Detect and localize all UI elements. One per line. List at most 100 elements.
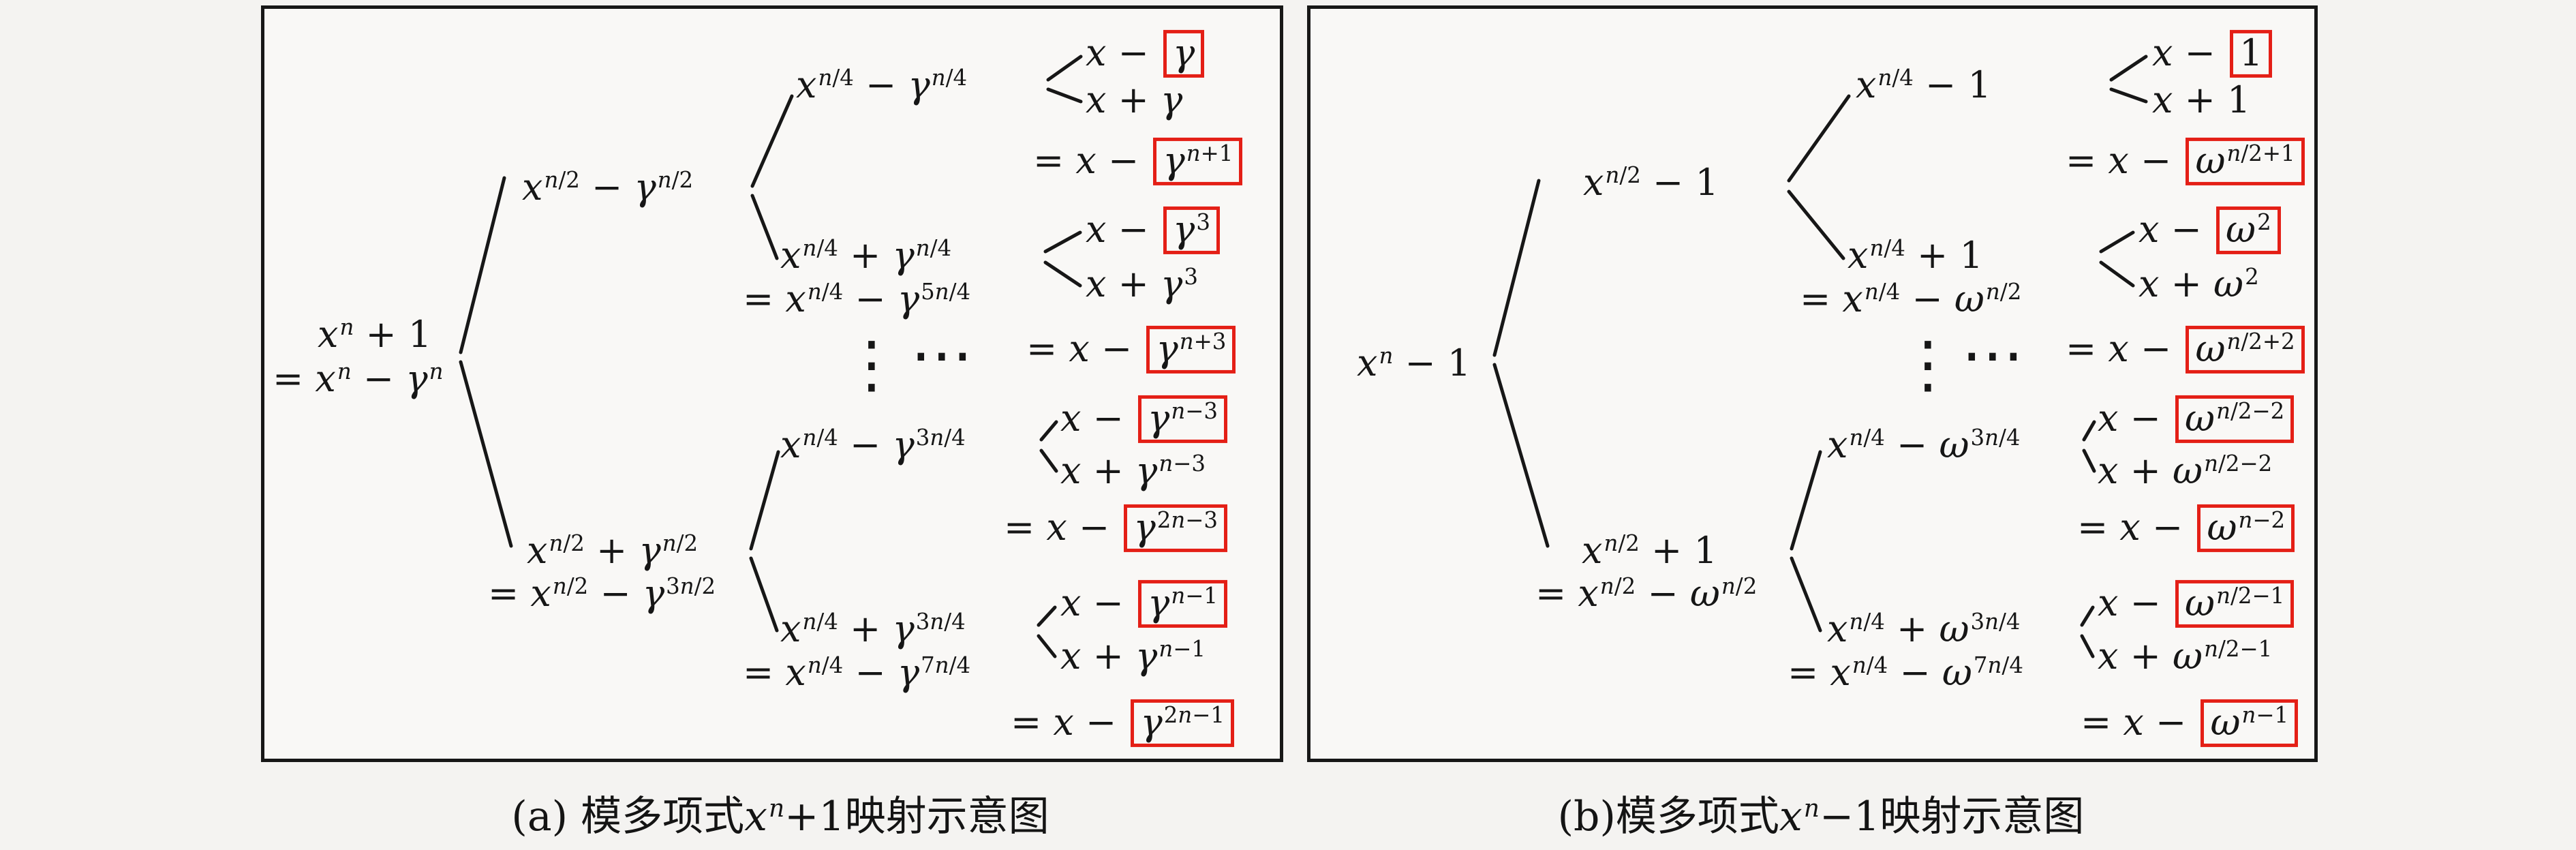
branch-line (2082, 420, 2096, 442)
a-hdots: ⋯ (910, 318, 973, 392)
branch-line (1043, 230, 1082, 254)
highlight-box: ωn/2+1 (2186, 137, 2305, 186)
a-l2bot-l2: = xn/2 − γ3n/2 (488, 571, 716, 615)
a-leaf3b: x + γn−3 (1060, 449, 1206, 492)
a-leaf2b: x + γ3 (1086, 262, 1198, 305)
b-leaf3a: x − ωn/2−2 (2098, 395, 2295, 444)
branch-line (1046, 87, 1083, 104)
highlight-box: ωn/2−1 (2175, 579, 2295, 628)
a-root-l1: xn + 1 (318, 312, 432, 356)
branch-line (2099, 230, 2135, 254)
caption-a-suffix: 映射示意图 (844, 793, 1049, 840)
highlight-box: γn−1 (1138, 579, 1227, 628)
branch-line (2109, 87, 2148, 104)
panel-b: xn − 1 xn/2 − 1 xn/2 + 1= xn/2 − ωn/2 xn/4 … (1307, 5, 2318, 762)
b-leaf3b: x + ωn/2−2 (2098, 449, 2273, 492)
branch-line (1790, 556, 1822, 633)
highlight-box: γn+1 (1153, 137, 1243, 186)
b-res4: = x − ωn−1 (2081, 699, 2299, 748)
branch-line (2099, 260, 2135, 288)
branch-line (1046, 55, 1083, 82)
b-leaf1b: x + 1 (2152, 78, 2251, 121)
a-res4: = x − γ2n−1 (1011, 699, 1234, 748)
highlight-box: γ (1163, 29, 1205, 78)
a-leaf3a: x − γn−3 (1060, 395, 1227, 444)
b-vdots: ⋮ (1897, 328, 1959, 401)
b-leaf2b: x + ω2 (2138, 262, 2259, 305)
highlight-box: γ2n−1 (1131, 699, 1234, 748)
caption-b: (b)模多项式xn−1映射示意图 (1558, 789, 2085, 844)
branch-line (1790, 450, 1822, 551)
b-n4-l1: xn/4 + ω3n/4 (1827, 607, 2021, 650)
branch-line (1043, 260, 1082, 288)
branch-line (1037, 605, 1057, 627)
a-n2-l1: xn/4 + γn/4 (780, 233, 952, 277)
caption-b-prefix: (b)模多项式 (1557, 793, 1779, 840)
a-l2top: xn/2 − γn/2 (522, 165, 694, 209)
a-l2bot-l1: xn/2 + γn/2 (527, 528, 699, 572)
b-n3: xn/4 − ω3n/4 (1827, 423, 2021, 466)
b-hdots: ⋯ (1961, 318, 2024, 392)
highlight-box: ωn/2−2 (2175, 395, 2295, 444)
highlight-box: ωn−1 (2201, 699, 2299, 748)
b-leaf4b: x + ωn/2−1 (2098, 634, 2273, 678)
a-n4-l1: xn/4 + γ3n/4 (780, 607, 966, 650)
b-l2bot-l1: xn/2 + 1 (1582, 528, 1717, 572)
caption-a: (a) 模多项式xn+1映射示意图 (511, 789, 1049, 844)
a-n4-l2: = xn/4 − γ7n/4 (743, 650, 971, 694)
a-res2: = x − γn+3 (1026, 325, 1236, 374)
highlight-box: ωn/2+2 (2186, 325, 2305, 374)
a-leaf4a: x − γn−1 (1060, 579, 1227, 628)
highlight-box: γ2n−3 (1124, 504, 1227, 553)
highlight-box: ωn−2 (2197, 504, 2295, 553)
branch-line (1787, 94, 1851, 183)
a-n1: xn/4 − γn/4 (796, 63, 968, 106)
branch-line (2082, 449, 2096, 473)
b-n1: xn/4 − 1 (1856, 63, 1991, 106)
caption-a-prefix: (a) 模多项式 (511, 793, 745, 840)
highlight-box: γn+3 (1146, 325, 1236, 374)
branch-line (1039, 420, 1058, 442)
a-res1: = x − γn+1 (1033, 137, 1243, 186)
branch-line (1492, 363, 1550, 548)
panel-b-branch-lines (1492, 55, 2148, 658)
highlight-box: 1 (2230, 29, 2273, 78)
caption-b-suffix: 映射示意图 (1880, 793, 2085, 840)
a-n3: xn/4 − γ3n/4 (780, 423, 966, 466)
highlight-box: γn−3 (1138, 395, 1227, 444)
highlight-box: ω2 (2216, 206, 2281, 255)
b-leaf4a: x − ωn/2−1 (2098, 579, 2295, 628)
a-leaf2a: x − γ3 (1086, 206, 1220, 255)
branch-line (2080, 605, 2095, 627)
branch-line (1787, 189, 1845, 260)
branch-line (749, 556, 779, 633)
branch-line (459, 360, 513, 548)
b-n2-l1: xn/4 + 1 (1847, 233, 1983, 277)
a-leaf4b: x + γn−1 (1060, 634, 1206, 678)
b-n2-l2: = xn/4 − ωn/2 (1800, 277, 2022, 320)
caption-b-math: xn−1 (1779, 793, 1880, 840)
branch-line (1037, 634, 1057, 658)
b-n4-l2: = xn/4 − ω7n/4 (1788, 650, 2023, 694)
b-leaf1a: x − 1 (2152, 29, 2273, 78)
highlight-box: γ3 (1163, 206, 1220, 255)
b-res3: = x − ωn−2 (2077, 504, 2295, 553)
branch-line (2080, 634, 2095, 658)
panel-a-branch-lines (459, 55, 1083, 658)
a-vdots: ⋮ (840, 328, 903, 401)
b-l2top: xn/2 − 1 (1583, 160, 1719, 204)
a-res3: = x − γ2n−3 (1004, 504, 1227, 553)
a-leaf1a: x − γ (1086, 29, 1205, 78)
branch-line (750, 194, 779, 260)
branch-line (1039, 449, 1058, 473)
a-n2-l2: = xn/4 − γ5n/4 (743, 277, 971, 320)
caption-a-math: xn+1 (744, 793, 845, 840)
b-res2: = x − ωn/2+2 (2066, 325, 2305, 374)
branch-line (459, 176, 506, 354)
branch-line (1492, 179, 1541, 357)
b-l2bot-l2: = xn/2 − ωn/2 (1535, 571, 1758, 615)
b-root: xn − 1 (1357, 341, 1471, 384)
a-leaf1b: x + γ (1086, 78, 1183, 121)
